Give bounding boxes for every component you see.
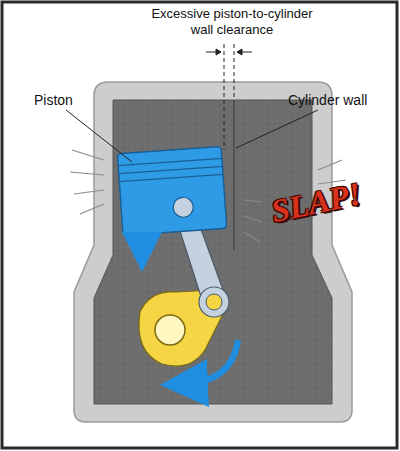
leader-line <box>66 110 132 162</box>
engine-housing <box>74 82 352 422</box>
part-label: Cylinder wall <box>288 92 367 108</box>
cylinder-wall-line <box>233 100 235 250</box>
part-label: Piston <box>34 92 73 108</box>
piston <box>117 146 226 235</box>
cylinder-interior <box>94 100 332 404</box>
motion-arrow <box>140 236 145 252</box>
leader-line <box>236 110 318 148</box>
rotation-arrow <box>184 340 238 384</box>
clearance-arrows <box>206 49 252 55</box>
clearance-lines <box>224 44 234 150</box>
frame <box>2 2 397 448</box>
crankshaft <box>139 290 225 366</box>
clearance-label: Excessive piston-to-cylinder wall cleara… <box>140 6 324 38</box>
